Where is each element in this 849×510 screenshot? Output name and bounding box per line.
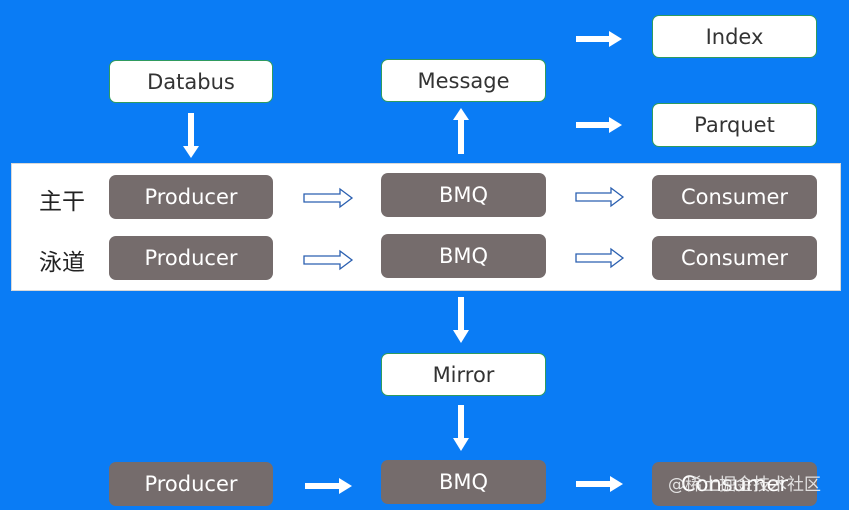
arrow-bmq-to-consumer-row1 [575,186,625,208]
mirror-label: Mirror [432,362,495,387]
index-label: Index [705,24,764,49]
index-box: Index [652,15,817,58]
parquet-box: Parquet [652,103,817,147]
bmq-box-row2: BMQ [381,234,546,278]
bmq-label-bottom: BMQ [438,470,489,494]
arrow-databus-to-producer [183,113,199,158]
databus-box: Databus [109,60,273,103]
mirror-box: Mirror [381,353,546,396]
arrow-to-parquet [576,117,622,133]
parquet-label: Parquet [694,113,775,137]
consumer-box-row2: Consumer [652,236,817,280]
arrow-producer-to-bmq-bottom [305,478,352,494]
row-label-mainline: 主干 [39,189,85,215]
bmq-label-row2: BMQ [438,244,489,268]
arrow-bmq-to-message [453,108,469,154]
producer-label-bottom: Producer [144,472,238,496]
producer-box-row2: Producer [109,236,273,280]
producer-box-row1: Producer [109,175,273,219]
row-label-lane: 泳道 [39,250,85,276]
producer-box-bottom: Producer [109,462,273,506]
watermark: @稀土掘金技术社区 [668,475,821,495]
databus-label: Databus [147,69,235,94]
message-box: Message [381,59,546,102]
arrow-bmq-to-mirror [453,297,469,343]
producer-label-row2: Producer [144,246,238,270]
arrow-producer-to-bmq-row2 [303,249,354,271]
consumer-box-bottom: Consumer [652,462,817,506]
arrow-bmq-to-consumer-bottom [576,476,623,492]
bmq-label-row1: BMQ [438,183,489,207]
consumer-label-row1: Consumer [680,185,789,209]
arrow-bmq-to-consumer-row2 [575,247,625,269]
producer-label-row1: Producer [144,185,238,209]
arrow-producer-to-bmq-row1 [303,187,354,209]
message-label: Message [417,68,510,93]
consumer-box-row1: Consumer [652,175,817,219]
arrow-mirror-to-bmq [453,405,469,451]
arrow-to-index [576,31,622,47]
consumer-label-bottom: Consumer [680,472,789,496]
bmq-box-bottom: BMQ [381,460,546,504]
bmq-box-row1: BMQ [381,173,546,217]
consumer-label-row2: Consumer [680,246,789,270]
